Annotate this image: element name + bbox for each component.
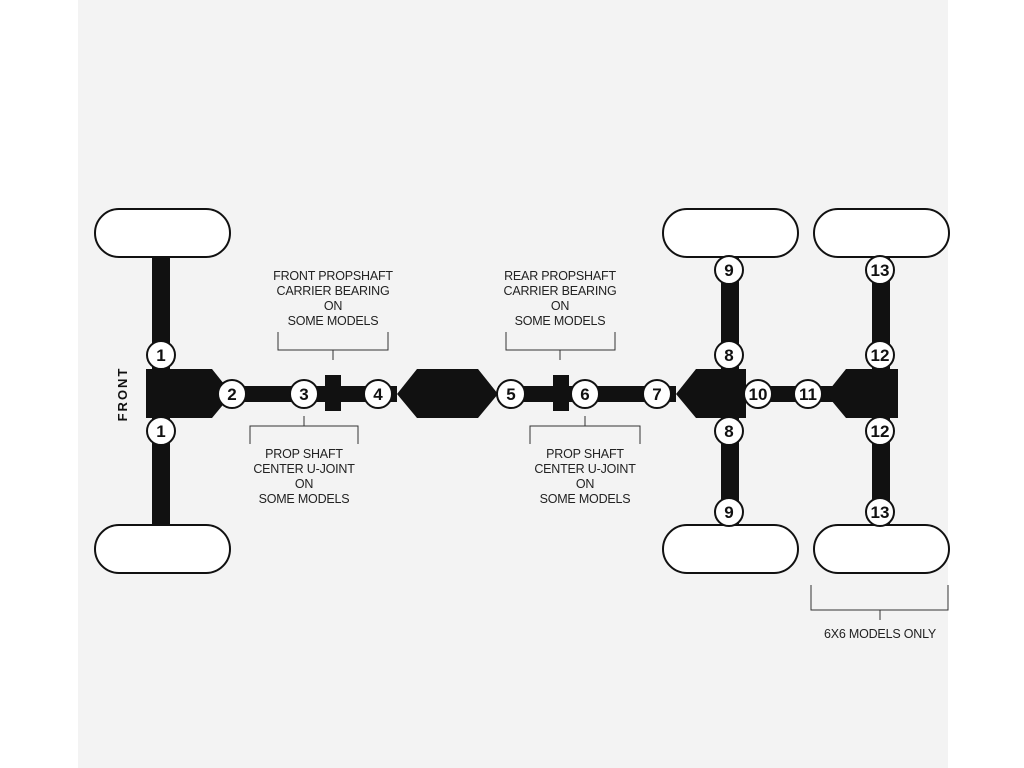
callout-line: ON <box>551 299 570 313</box>
point-number: 9 <box>724 261 733 280</box>
point-number: 8 <box>724 346 733 365</box>
callout-line: SOME MODELS <box>288 314 379 328</box>
point-circle <box>714 340 744 370</box>
rear-carrier-bearing <box>553 375 569 411</box>
point-number: 1 <box>156 346 165 365</box>
point-number: 5 <box>506 385 515 404</box>
callout-line: CENTER U-JOINT <box>253 462 355 476</box>
point-number: 9 <box>724 503 733 522</box>
point-marker-12: 12 <box>865 340 895 370</box>
point-circle <box>793 379 823 409</box>
point-marker-5: 5 <box>496 379 526 409</box>
point-circle <box>642 379 672 409</box>
callout-line: CENTER U-JOINT <box>534 462 636 476</box>
callout-line: SOME MODELS <box>540 492 631 506</box>
point-number: 12 <box>871 346 890 365</box>
point-number: 11 <box>799 385 817 404</box>
six-by-six-bracket <box>810 585 949 620</box>
point-marker-12: 12 <box>865 416 895 446</box>
point-circle <box>217 379 247 409</box>
point-marker-13: 13 <box>865 497 895 527</box>
rear-differential <box>676 369 746 418</box>
point-circle <box>363 379 393 409</box>
point-marker-11: 11 <box>793 379 823 409</box>
tandem-left-tire <box>813 208 950 258</box>
callout-line: 6X6 MODELS ONLY <box>824 627 937 641</box>
point-circle <box>714 497 744 527</box>
point-marker-1: 1 <box>146 416 176 446</box>
point-number: 12 <box>871 422 890 441</box>
point-marker-8: 8 <box>714 416 744 446</box>
callout-line: FRONT PROPSHAFT <box>273 269 393 283</box>
callout-line: SOME MODELS <box>515 314 606 328</box>
point-marker-8: 8 <box>714 340 744 370</box>
point-circle <box>714 255 744 285</box>
callout-line: PROP SHAFT <box>265 447 343 461</box>
front-ujoint-bracket <box>249 416 359 444</box>
callout-line: SOME MODELS <box>259 492 350 506</box>
callout-line: REAR PROPSHAFT <box>504 269 616 283</box>
point-number: 8 <box>724 422 733 441</box>
callout-line: CARRIER BEARING <box>504 284 617 298</box>
point-marker-10: 10 <box>743 379 773 409</box>
point-marker-13: 13 <box>865 255 895 285</box>
point-marker-4: 4 <box>363 379 393 409</box>
point-number: 1 <box>156 422 165 441</box>
point-circle <box>865 497 895 527</box>
point-circle <box>743 379 773 409</box>
point-circle <box>570 379 600 409</box>
point-number: 7 <box>652 385 661 404</box>
point-circle <box>496 379 526 409</box>
tandem-right-tire <box>813 524 950 574</box>
callout-line: ON <box>324 299 343 313</box>
transfer-case <box>397 369 498 418</box>
point-number: 13 <box>871 261 890 280</box>
point-circle <box>714 416 744 446</box>
rear-ujoint-bracket <box>529 416 641 444</box>
rear-right-tire <box>662 524 799 574</box>
front-right-tire <box>94 524 231 574</box>
point-marker-3: 3 <box>289 379 319 409</box>
point-number: 13 <box>871 503 890 522</box>
callout-six-by-six: 6X6 MODELS ONLY <box>824 627 937 641</box>
tandem-differential <box>826 369 898 418</box>
point-circle <box>865 255 895 285</box>
point-circle <box>146 340 176 370</box>
callout-line: PROP SHAFT <box>546 447 624 461</box>
point-number: 2 <box>227 385 236 404</box>
point-number: 6 <box>580 385 589 404</box>
rear-carrier-bracket <box>505 332 616 360</box>
point-circle <box>865 340 895 370</box>
point-marker-9: 9 <box>714 255 744 285</box>
point-number: 3 <box>299 385 308 404</box>
front-label: FRONT <box>115 367 130 422</box>
callout-line: ON <box>576 477 595 491</box>
callout-line: ON <box>295 477 314 491</box>
front-carrier-bearing <box>325 375 341 411</box>
point-marker-9: 9 <box>714 497 744 527</box>
point-marker-2: 2 <box>217 379 247 409</box>
callout-line: CARRIER BEARING <box>277 284 390 298</box>
rear-left-tire <box>662 208 799 258</box>
point-number: 10 <box>749 385 768 404</box>
point-marker-1: 1 <box>146 340 176 370</box>
front-differential <box>146 369 232 418</box>
point-marker-7: 7 <box>642 379 672 409</box>
front-carrier-bracket <box>277 332 389 360</box>
point-circle <box>865 416 895 446</box>
point-circle <box>289 379 319 409</box>
point-circle <box>146 416 176 446</box>
point-marker-6: 6 <box>570 379 600 409</box>
point-number: 4 <box>373 385 383 404</box>
front-left-tire <box>94 208 231 258</box>
